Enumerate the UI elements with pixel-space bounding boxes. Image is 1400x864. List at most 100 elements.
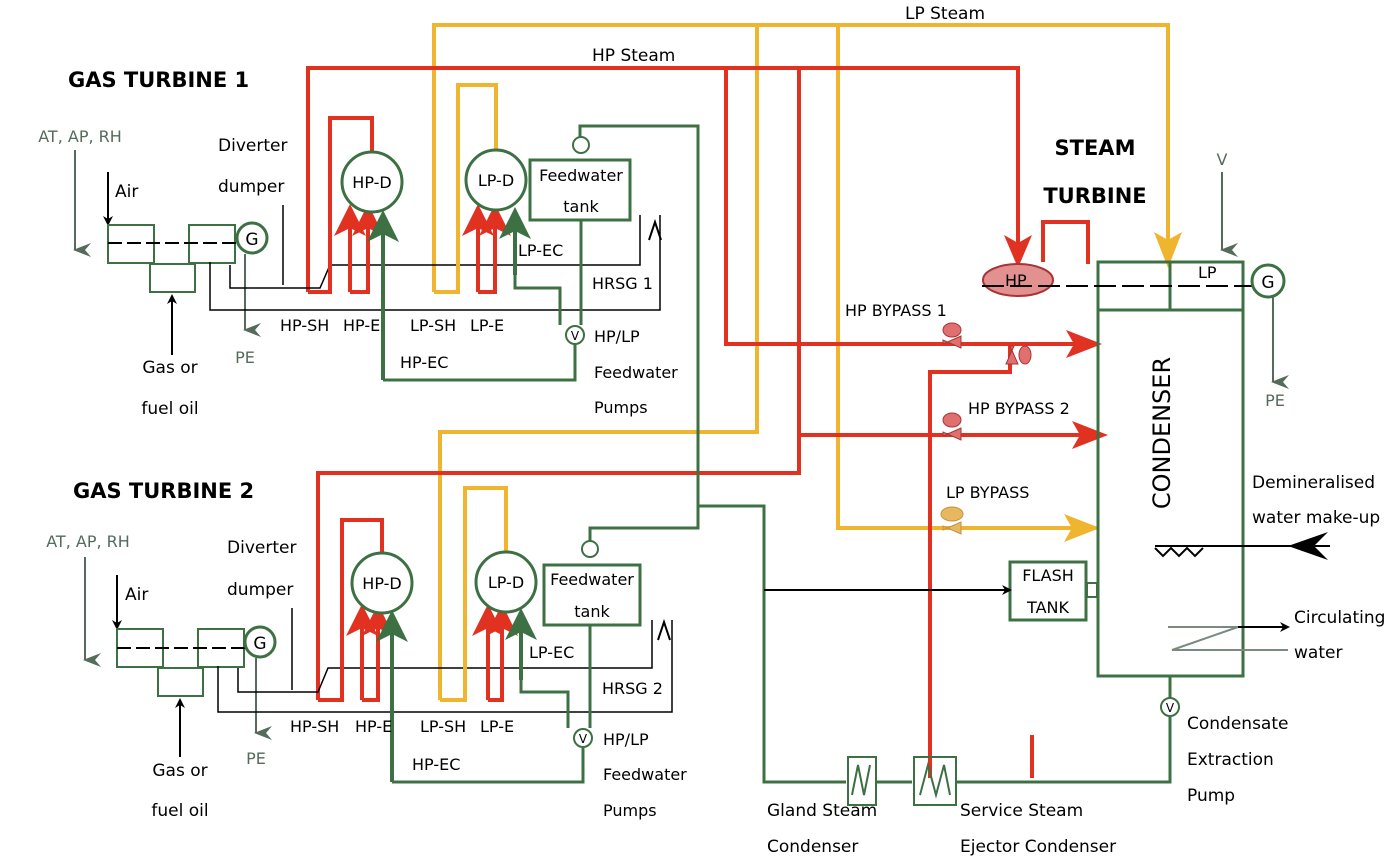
hp-bypass-1-valve	[942, 322, 962, 349]
cep-label-2: Extraction	[1187, 750, 1274, 770]
gt1-generator	[235, 221, 269, 255]
gt1-fw-pump-v: V	[571, 329, 580, 343]
hp-bypass-1-arrowhead	[1066, 330, 1102, 358]
gt1-hp-sh-coil	[308, 116, 374, 294]
hp-inlet-arrowhead	[1004, 235, 1032, 268]
gt2-hp-drum-label: HP-D	[362, 574, 401, 593]
lp-bypass-label: LP BYPASS	[946, 483, 1029, 502]
gt2-pumps-label-2: Feedwater	[603, 765, 687, 784]
gt1-hp-drum-label: HP-D	[352, 173, 391, 192]
gt2-fw-tank-label-2: tank	[574, 602, 610, 621]
hp-steam-label: HP Steam	[592, 46, 675, 66]
gt2-fw-tank-label-1: Feedwater	[550, 570, 634, 589]
gt2-combustor	[157, 667, 204, 697]
gt2-pumps-label-3: Pumps	[603, 801, 657, 820]
gt1-air-label: Air	[115, 182, 138, 202]
demin-spray	[1154, 546, 1204, 558]
gas-turbine-1: GAS TURBINE 1 AT, AP, RH Air G PE Gas or…	[38, 68, 678, 419]
gt2-pumps-label-1: HP/LP	[603, 730, 649, 749]
gt1-fw-tank-label-1: Feedwater	[539, 166, 623, 185]
gt2-hrsg-outline	[217, 620, 673, 713]
cep-pump-v: V	[1166, 701, 1175, 715]
gas-turbine-2: GAS TURBINE 2 AT, AP, RH Air G PE Gas or…	[46, 479, 687, 821]
ejector-label-1: Service Steam	[960, 801, 1083, 821]
gt2-generator	[243, 625, 277, 659]
hp-bypass-1-label: HP BYPASS 1	[845, 301, 947, 320]
gt2-title: GAS TURBINE 2	[73, 479, 254, 503]
gt2-diverter-label: Diverter	[227, 538, 296, 558]
demin-label-2: water make-up	[1252, 508, 1380, 528]
gt2-hp-sh-coil	[318, 518, 384, 702]
gt2-lp-drum-label: LP-D	[488, 573, 524, 592]
gt1-fuel-label-1: Gas or	[142, 358, 197, 378]
cep-label-3: Pump	[1187, 786, 1235, 806]
gt2-air-label: Air	[125, 585, 148, 605]
gt1-stack-arrow	[648, 218, 662, 241]
gt2-pe-label: PE	[246, 749, 266, 768]
circulating-water-label-1: Circulating	[1294, 608, 1385, 628]
gt1-fw-pump	[565, 325, 585, 345]
gt1-pe-label: PE	[235, 348, 255, 367]
gt1-hp-ec-label: HP-EC	[400, 353, 448, 372]
lp-bypass-valve	[940, 506, 964, 535]
gt1-lp-e-riser-2	[478, 204, 511, 294]
gt1-tank-vent	[572, 136, 590, 154]
gt2-dumper-label: dumper	[227, 580, 293, 600]
gt2-hrsg-inner	[237, 620, 653, 693]
st-v-label: V	[1217, 150, 1228, 169]
gt1-hrsg-outline	[209, 215, 661, 311]
gt1-hp-sh-label: HP-SH	[280, 316, 329, 335]
gt2-hp-ec-label: HP-EC	[412, 755, 460, 774]
gt2-fuel-label-2: fuel oil	[151, 801, 208, 821]
gt1-lp-e-label: LP-E	[470, 316, 504, 335]
hp-bypass-2-arrowhead	[1072, 421, 1108, 449]
gt1-lp-drum-label: LP-D	[478, 171, 514, 190]
lp-steam-label: LP Steam	[905, 4, 985, 24]
gt1-pumps-label-2: Feedwater	[594, 363, 678, 382]
st-pe-label: PE	[1265, 391, 1285, 410]
gt1-dumper-label: dumper	[218, 177, 284, 197]
gt1-lp-ec-label: LP-EC	[518, 241, 563, 260]
gt1-hrsg-inner	[229, 215, 641, 289]
lp-turbine-label: LP	[1198, 263, 1217, 282]
lp-steam-header	[432, 23, 1170, 700]
lp-bypass-arrowhead	[1064, 514, 1100, 542]
flash-tank-label-1: FLASH	[1022, 566, 1074, 585]
gland-steam-label-2: Condenser	[767, 837, 858, 857]
gt1-generator-label: G	[245, 230, 258, 250]
gt1-title: GAS TURBINE 1	[68, 68, 249, 92]
hp-bypass-2-label: HP BYPASS 2	[968, 399, 1070, 418]
gt2-generator-label: G	[253, 634, 266, 654]
gt1-hp-e-riser-2	[350, 204, 384, 294]
gt2-lp-sh-label: LP-SH	[420, 717, 466, 736]
gt1-fw-tank-label-2: tank	[563, 197, 599, 216]
gt1-lp-sh-label: LP-SH	[410, 316, 456, 335]
steam-turbine-title-2: TURBINE	[1043, 184, 1146, 208]
st-generator-label: G	[1261, 273, 1274, 293]
gt1-hrsg-label: HRSG 1	[592, 274, 653, 293]
gt2-ambient-label: AT, AP, RH	[46, 532, 130, 551]
gt2-hp-sh-label: HP-SH	[290, 717, 339, 736]
gland-steam-label-1: Gland Steam	[767, 801, 877, 821]
flash-tank-nozzle	[1086, 582, 1098, 598]
gt1-pumps-label-1: HP/LP	[594, 327, 640, 346]
gt1-lp-sh-coil	[434, 83, 498, 294]
ejector-condenser	[913, 756, 957, 806]
flash-tank-label-2: TANK	[1026, 598, 1069, 617]
cep-label-1: Condensate	[1187, 714, 1288, 734]
gt2-fw-pump	[573, 728, 593, 748]
ejector-label-2: Ejector Condenser	[960, 837, 1116, 857]
gland-steam-condenser	[847, 756, 877, 806]
gt2-lp-e-label: LP-E	[480, 717, 514, 736]
gt2-hp-e-label: HP-E	[355, 717, 392, 736]
gt1-combustor	[149, 263, 196, 293]
demin-label-1: Demineralised	[1252, 473, 1375, 493]
gt2-hp-ec-line	[392, 748, 585, 784]
gt1-hp-ec-line	[383, 344, 577, 382]
st-generator	[1250, 263, 1286, 299]
hp-turbine-label: HP	[1005, 271, 1027, 290]
gt1-ambient-label: AT, AP, RH	[38, 127, 122, 146]
gt2-hrsg-label: HRSG 2	[602, 679, 663, 698]
demin-arrowhead	[1288, 532, 1328, 560]
gt2-feedwater-tank	[542, 563, 642, 627]
